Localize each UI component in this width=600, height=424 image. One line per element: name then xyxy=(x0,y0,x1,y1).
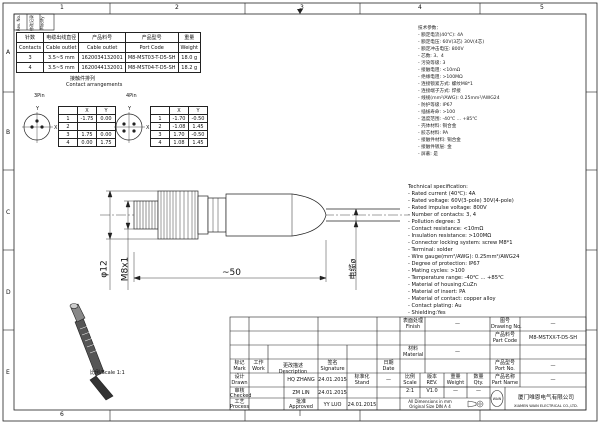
table-row: 1-1.70-0.50 xyxy=(150,114,208,123)
col-marker-5: 5 xyxy=(540,4,544,11)
connector-side-view xyxy=(133,190,400,240)
spec-table-header-en: Contacts Cable outlet Cable outlet Port … xyxy=(15,42,201,53)
col-marker-1: 1 xyxy=(60,4,64,11)
projection-symbol xyxy=(467,400,484,408)
header-contacts-cn: 针数 xyxy=(15,32,45,43)
scale-label: 比例/Scale 1:1 xyxy=(90,370,125,376)
dim-cable: 电缆ø xyxy=(348,258,358,280)
logo-text: WAIN xyxy=(492,397,502,401)
header-weight: Weight xyxy=(177,42,201,53)
connector-iso-view xyxy=(69,303,114,401)
header-port-code-cn: 产品型号 xyxy=(124,32,179,43)
col-marker-3: 3 xyxy=(300,4,304,11)
row-marker-b: B xyxy=(6,129,11,136)
col-marker-6: 6 xyxy=(60,411,64,418)
table-row: 4 3.5~5 mm 1620044132001 M8-MST04-T-D5-S… xyxy=(15,62,201,73)
drawn-date: 24.01.2015 xyxy=(318,377,347,383)
row-marker-d: D xyxy=(6,289,11,296)
pin3-label: 3Pin xyxy=(34,93,45,99)
header-contacts: Contacts xyxy=(15,42,45,53)
rev-no-header: Rev. No. xyxy=(16,14,22,32)
pin4-axis-x: X xyxy=(146,125,150,131)
approved-date: 24.01.2015 xyxy=(347,402,377,408)
header-part-code-cn: 产品料号 xyxy=(78,32,126,43)
header-cable-outlet-cn: 电缆出线直径 xyxy=(43,32,80,43)
dim-diameter: φ12 xyxy=(99,260,110,278)
pin4-axis-y: Y xyxy=(128,106,132,112)
approved-by: YY LUO xyxy=(323,402,342,408)
pin3-face-diagram xyxy=(22,112,53,143)
spec-table-header-cn: 针数 电缆出线直径 产品料号 产品型号 重量 xyxy=(15,32,201,43)
row-marker-e: E xyxy=(6,369,10,376)
table-row: 2 xyxy=(58,122,116,131)
checked-date: 24.01.2015 xyxy=(318,390,347,396)
rev-modify-cn-header: 修改记录 xyxy=(29,15,34,31)
drawn-by: HQ ZHANG xyxy=(287,377,315,383)
row-marker-c: C xyxy=(6,209,11,216)
pin4-label: 4Pin xyxy=(126,93,137,99)
header-cable-outlet: Cable outlet xyxy=(43,42,80,53)
pin3-axis-y: Y xyxy=(36,106,40,112)
header-part-code: Cable outlet xyxy=(78,42,126,53)
header-port-code: Port Code xyxy=(124,42,179,53)
part-code-value: M8-MSTXX-T-D5-SH xyxy=(529,335,577,341)
spec-table: 针数 电缆出线直径 产品料号 产品型号 重量 Contacts Cable ou… xyxy=(15,32,201,73)
company-name: XIAMEN WAIN ELECTRICAL CO.,LTD. xyxy=(514,404,578,408)
table-row: 3 3.5~5 mm 1620034132001 M8-MST03-T-D5-S… xyxy=(15,52,201,63)
rev-modify-header: Modify xyxy=(39,16,45,30)
company-logo xyxy=(490,390,504,407)
company-name-cn: 厦门唯恩电气有限公司 xyxy=(518,395,574,401)
dim-thread: M8x1 xyxy=(120,256,131,282)
col-marker-2: 2 xyxy=(175,4,179,11)
pin4-face-diagram xyxy=(114,112,145,143)
header-weight-cn: 重量 xyxy=(177,32,201,43)
dim-length: ~50 xyxy=(222,268,241,278)
contact-arrangements-title: Contact arrangements xyxy=(66,82,123,88)
col-marker-4: 4 xyxy=(418,4,422,11)
contact-arrangements-title-cn: 接触件排列 xyxy=(70,76,96,82)
pin3-axis-x: X xyxy=(54,125,58,131)
row-marker-a: A xyxy=(6,49,11,56)
checked-by: ZM LIN xyxy=(292,390,310,396)
